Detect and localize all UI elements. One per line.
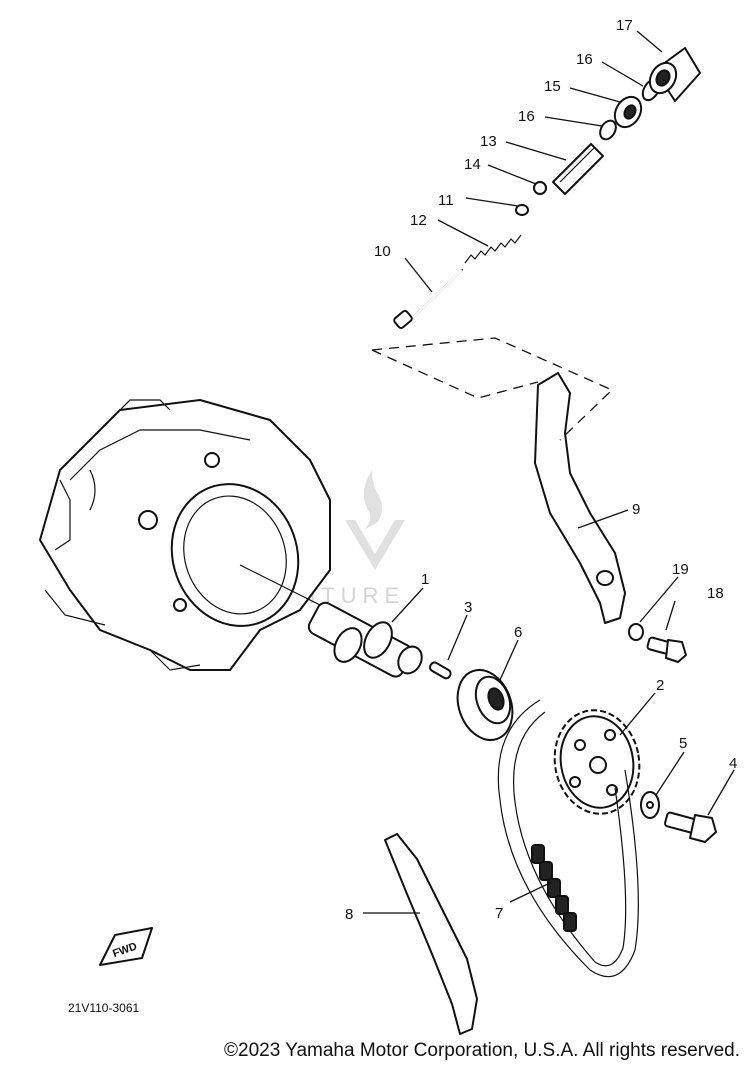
- callout-9: 9: [632, 501, 640, 518]
- washer-hole: [646, 801, 654, 809]
- fwd-arrow: FWD: [99, 927, 153, 966]
- assembly-outline: [371, 337, 614, 441]
- timing-chain: [531, 844, 577, 932]
- callout-15: 15: [544, 78, 561, 95]
- cam-sprocket: [553, 709, 641, 815]
- callout-6: 6: [514, 624, 522, 641]
- bearing: [456, 669, 514, 741]
- callout-16-lower: 16: [518, 108, 535, 125]
- callout-5: 5: [679, 735, 687, 752]
- watermark-logo: [345, 470, 405, 570]
- rod-spring: [464, 234, 522, 264]
- tensioner-cap-bolt: [648, 47, 701, 102]
- assembly-outline-2: [371, 349, 539, 399]
- tensioner-spring: [552, 143, 604, 195]
- o-ring-lower: [599, 119, 617, 141]
- sprocket-bolt: [664, 811, 717, 843]
- dowel-pin: [428, 661, 452, 680]
- callout-18: 18: [707, 585, 724, 602]
- diagram-reference-code: 21V110-3061: [68, 1001, 140, 1015]
- callout-11: 11: [438, 192, 454, 209]
- callout-7: 7: [495, 905, 503, 922]
- tensioner-spring-coils: [559, 147, 595, 183]
- cylinder-head: [39, 399, 331, 671]
- tensioner-guide: [534, 372, 626, 624]
- callout-2: 2: [656, 677, 664, 694]
- tensioner-rod: [393, 269, 463, 329]
- chain-guide: [384, 833, 478, 1035]
- callout-numbers: 1 2 3 4 5 6 7 8 9 10 11 12 13 14 15 16 1…: [345, 17, 737, 923]
- pivot-bolt: [646, 636, 687, 663]
- callout-13: 13: [480, 133, 497, 150]
- callout-19: 19: [672, 561, 689, 578]
- callout-3: 3: [464, 599, 472, 616]
- chain-loop-inner: [513, 711, 627, 967]
- chain-loop: [497, 699, 639, 978]
- copyright-notice: ©2023 Yamaha Motor Corporation, U.S.A. A…: [224, 1040, 740, 1061]
- callout-4: 4: [729, 755, 737, 772]
- callout-16-upper: 16: [576, 51, 593, 68]
- callout-8: 8: [345, 906, 353, 923]
- small-washer: [515, 204, 529, 216]
- pivot-washer: [628, 623, 644, 641]
- tensioner-nut: [613, 95, 643, 129]
- callout-14: 14: [464, 156, 481, 173]
- leader-lines: [363, 30, 735, 914]
- tensioner-guide-pivot: [596, 570, 614, 586]
- callout-17: 17: [616, 17, 633, 34]
- callout-12: 12: [410, 212, 427, 229]
- camshaft: [239, 564, 423, 678]
- nut: [533, 181, 547, 195]
- callout-1: 1: [421, 571, 429, 588]
- callout-10: 10: [374, 243, 391, 260]
